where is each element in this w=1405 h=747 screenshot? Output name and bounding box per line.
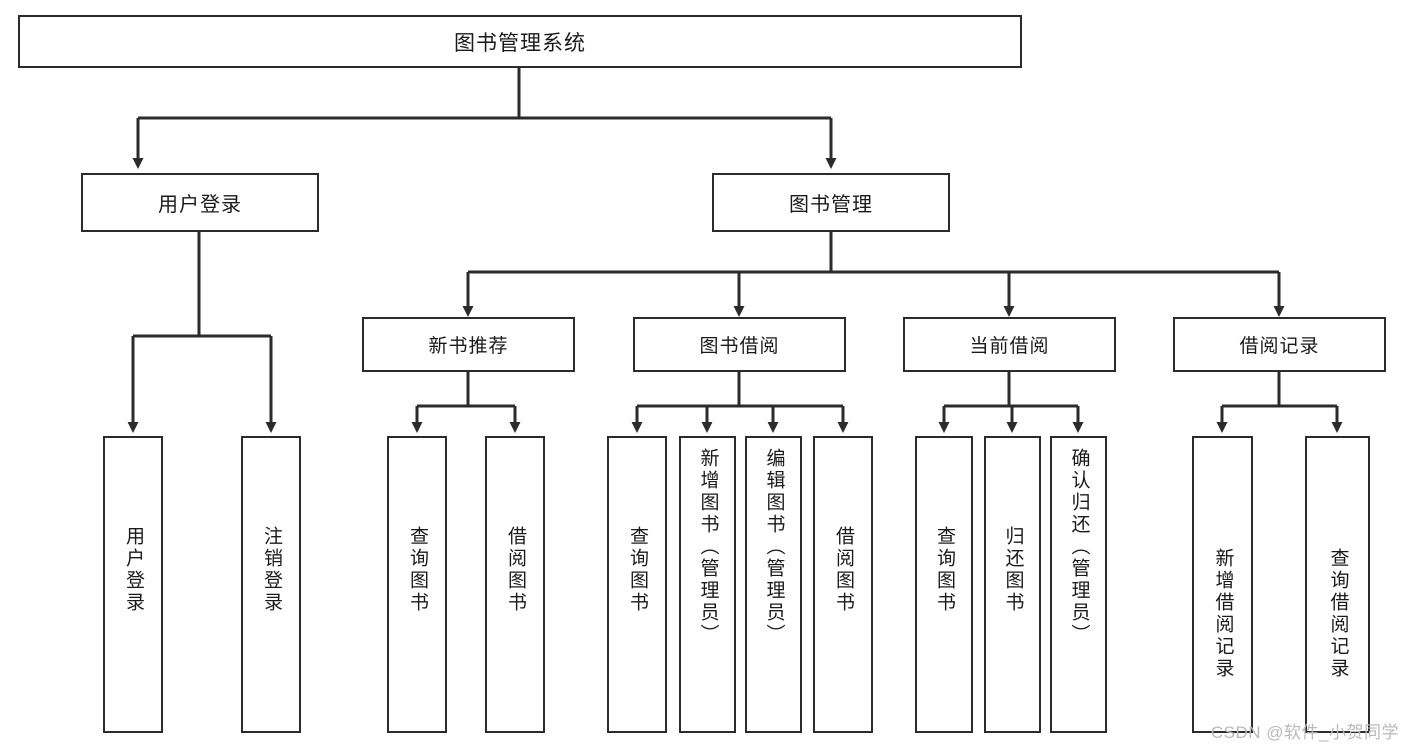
- node-leaf-query-book-1[interactable]: 查询图书: [387, 436, 447, 733]
- node-user-login[interactable]: 用户登录: [81, 173, 319, 232]
- node-leaf-edit-book-admin[interactable]: 编辑图书（管理员）: [745, 436, 802, 733]
- node-borrow-record[interactable]: 借阅记录: [1173, 317, 1386, 372]
- node-borrow-record-label: 借阅记录: [1239, 336, 1320, 357]
- node-leaf-query-book-3[interactable]: 查询图书: [915, 436, 973, 733]
- node-leaf-query-book-3-label: 查询图书: [933, 526, 955, 614]
- node-leaf-confirm-return-admin[interactable]: 确认归还（管理员）: [1050, 436, 1107, 733]
- node-current-borrow-label: 当前借阅: [969, 336, 1050, 357]
- node-current-borrow[interactable]: 当前借阅: [903, 317, 1116, 372]
- node-leaf-add-borrow-record-label: 新增借阅记录: [1212, 548, 1234, 680]
- node-leaf-borrow-book-1[interactable]: 借阅图书: [485, 436, 545, 733]
- node-new-book-recommend[interactable]: 新书推荐: [362, 317, 575, 372]
- node-leaf-logout-label: 注销登录: [260, 526, 282, 614]
- node-leaf-edit-book-admin-label: 编辑图书（管理员）: [763, 448, 785, 646]
- node-book-management-label: 图书管理: [789, 194, 873, 216]
- node-leaf-borrow-book-2-label: 借阅图书: [832, 526, 854, 614]
- node-leaf-add-book-admin-label: 新增图书（管理员）: [697, 448, 719, 646]
- node-leaf-return-book-label: 归还图书: [1002, 526, 1024, 614]
- node-new-book-recommend-label: 新书推荐: [428, 336, 509, 357]
- node-book-borrow-label: 图书借阅: [699, 336, 780, 357]
- node-leaf-confirm-return-admin-label: 确认归还（管理员）: [1068, 448, 1090, 646]
- node-leaf-query-book-1-label: 查询图书: [406, 526, 428, 614]
- node-leaf-return-book[interactable]: 归还图书: [984, 436, 1041, 733]
- node-leaf-query-book-2[interactable]: 查询图书: [607, 436, 667, 733]
- node-leaf-user-login-label: 用户登录: [122, 526, 144, 614]
- node-leaf-logout[interactable]: 注销登录: [241, 436, 301, 733]
- node-book-management[interactable]: 图书管理: [712, 173, 950, 232]
- csdn-watermark: CSDN @软件_小贺同学: [1210, 723, 1399, 742]
- node-leaf-borrow-book-2[interactable]: 借阅图书: [813, 436, 873, 733]
- node-leaf-query-book-2-label: 查询图书: [626, 526, 648, 614]
- node-root-system[interactable]: 图书管理系统: [18, 15, 1022, 68]
- node-leaf-borrow-book-1-label: 借阅图书: [504, 526, 526, 614]
- node-leaf-user-login[interactable]: 用户登录: [103, 436, 163, 733]
- node-leaf-query-borrow-record[interactable]: 查询借阅记录: [1305, 436, 1370, 733]
- node-user-login-label: 用户登录: [158, 194, 242, 216]
- node-leaf-add-book-admin[interactable]: 新增图书（管理员）: [679, 436, 736, 733]
- node-book-borrow[interactable]: 图书借阅: [633, 317, 846, 372]
- node-root-system-label: 图书管理系统: [454, 31, 586, 55]
- node-leaf-add-borrow-record[interactable]: 新增借阅记录: [1192, 436, 1253, 733]
- node-leaf-query-borrow-record-label: 查询借阅记录: [1327, 548, 1349, 680]
